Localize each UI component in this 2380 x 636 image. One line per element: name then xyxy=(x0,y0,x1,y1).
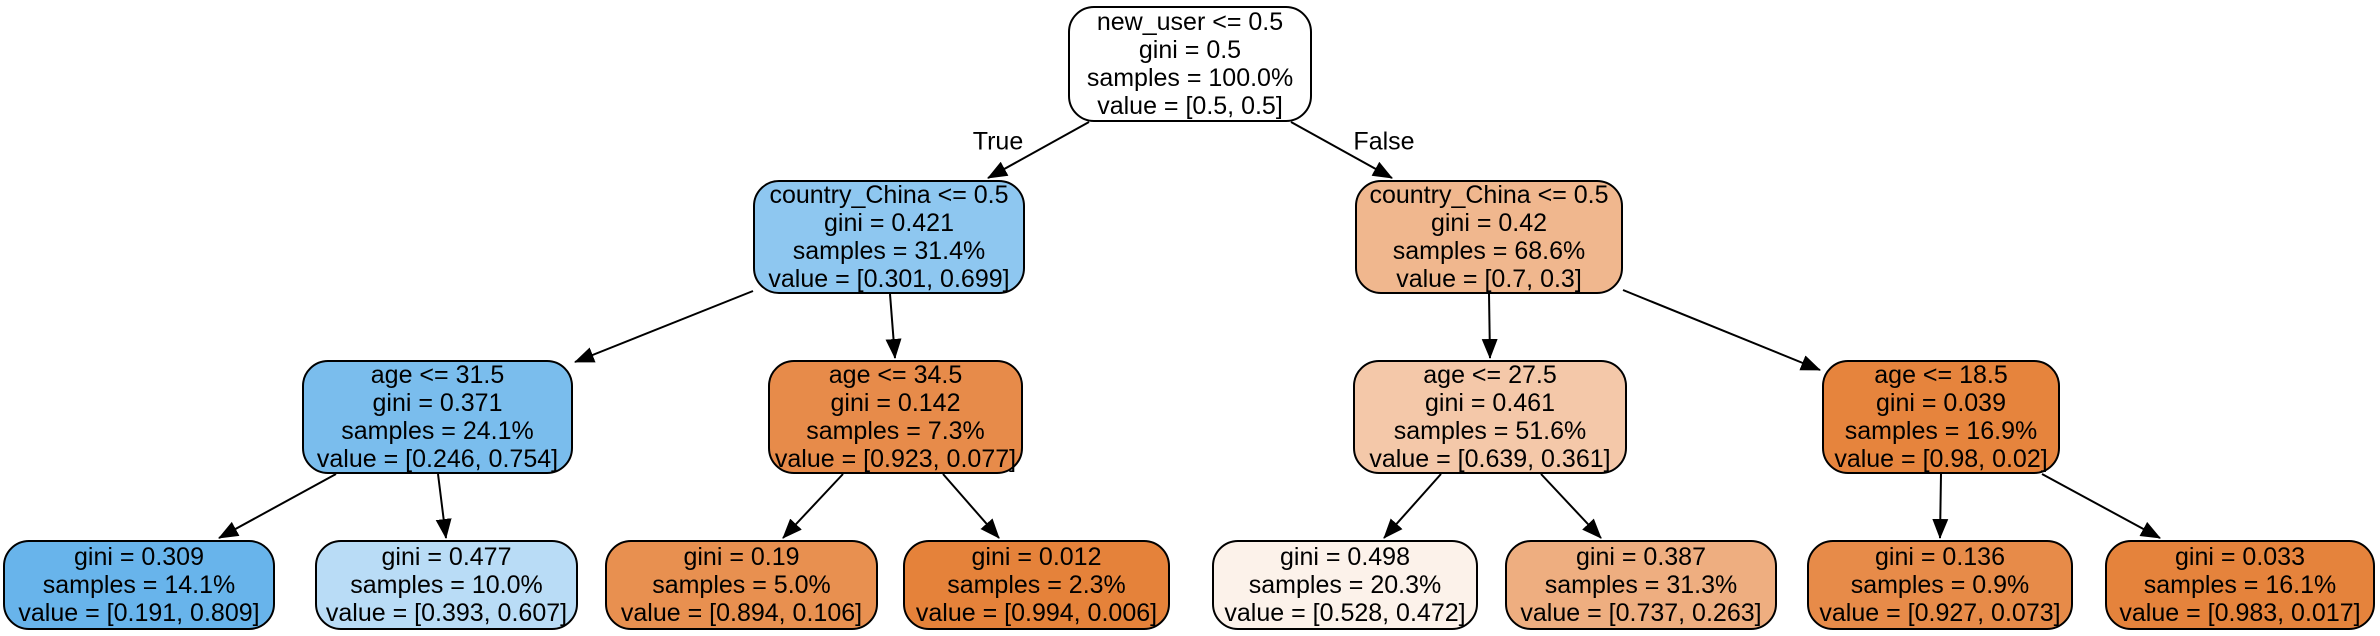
edge-depth2-a-to-leaf-1 xyxy=(218,473,337,539)
edge-depth2-c-to-leaf-5 xyxy=(1383,473,1442,539)
tree-node-depth2-a: age <= 31.5 gini = 0.371 samples = 24.1%… xyxy=(302,360,573,474)
node-value: value = [0.191, 0.809] xyxy=(18,599,260,627)
node-condition: age <= 34.5 xyxy=(828,361,963,389)
node-gini: gini = 0.142 xyxy=(830,389,961,417)
tree-node-leaf-7: gini = 0.136 samples = 0.9% value = [0.9… xyxy=(1807,540,2073,630)
node-condition: country_China <= 0.5 xyxy=(1369,181,1609,209)
edge-depth1-left-to-depth2-b xyxy=(885,293,902,359)
node-gini: gini = 0.309 xyxy=(74,543,204,571)
node-samples: samples = 14.1% xyxy=(42,571,236,599)
node-samples: samples = 31.4% xyxy=(792,237,986,265)
node-samples: samples = 10.0% xyxy=(350,571,543,599)
node-value: value = [0.994, 0.006] xyxy=(915,599,1158,627)
node-condition: new_user <= 0.5 xyxy=(1096,8,1284,36)
node-samples: samples = 20.3% xyxy=(1248,571,1442,599)
node-gini: gini = 0.498 xyxy=(1280,543,1410,571)
node-gini: gini = 0.42 xyxy=(1430,209,1548,237)
node-value: value = [0.927, 0.073] xyxy=(1819,599,2061,627)
tree-node-depth2-c: age <= 27.5 gini = 0.461 samples = 51.6%… xyxy=(1353,360,1627,474)
node-gini: gini = 0.039 xyxy=(1876,389,2006,417)
edge-depth1-right-to-depth2-c xyxy=(1481,293,1498,359)
node-samples: samples = 24.1% xyxy=(341,417,534,445)
node-gini: gini = 0.477 xyxy=(381,543,512,571)
node-condition: age <= 18.5 xyxy=(1874,361,2008,389)
node-condition: age <= 27.5 xyxy=(1423,361,1557,389)
node-value: value = [0.894, 0.106] xyxy=(620,599,863,627)
tree-node-depth2-d: age <= 18.5 gini = 0.039 samples = 16.9%… xyxy=(1822,360,2060,474)
node-value: value = [0.301, 0.699] xyxy=(768,265,1010,293)
node-samples: samples = 100.0% xyxy=(1086,64,1294,92)
node-value: value = [0.393, 0.607] xyxy=(325,599,568,627)
node-value: value = [0.246, 0.754] xyxy=(316,445,559,473)
tree-node-depth1-left: country_China <= 0.5 gini = 0.421 sample… xyxy=(753,180,1025,294)
tree-node-leaf-8: gini = 0.033 samples = 16.1% value = [0.… xyxy=(2105,540,2375,630)
edge-depth2-d-to-leaf-8 xyxy=(2041,473,2161,539)
tree-node-leaf-4: gini = 0.012 samples = 2.3% value = [0.9… xyxy=(903,540,1170,630)
edge-depth2-a-to-leaf-2 xyxy=(435,473,452,539)
tree-node-depth2-b: age <= 34.5 gini = 0.142 samples = 7.3% … xyxy=(768,360,1023,474)
node-samples: samples = 0.9% xyxy=(1850,571,2030,599)
node-condition: country_China <= 0.5 xyxy=(769,181,1009,209)
node-gini: gini = 0.387 xyxy=(1576,543,1706,571)
node-gini: gini = 0.371 xyxy=(372,389,503,417)
node-value: value = [0.7, 0.3] xyxy=(1396,265,1582,293)
tree-node-leaf-3: gini = 0.19 samples = 5.0% value = [0.89… xyxy=(605,540,878,630)
edge-depth1-left-to-depth2-a xyxy=(574,290,754,363)
node-samples: samples = 2.3% xyxy=(947,571,1126,599)
node-value: value = [0.983, 0.017] xyxy=(2119,599,2361,627)
node-samples: samples = 16.1% xyxy=(2143,571,2337,599)
node-samples: samples = 51.6% xyxy=(1393,417,1587,445)
node-value: value = [0.737, 0.263] xyxy=(1520,599,1762,627)
edge-depth2-b-to-leaf-4 xyxy=(942,473,1000,539)
tree-node-root: new_user <= 0.5 gini = 0.5 samples = 100… xyxy=(1068,6,1312,122)
edge-label-true: True xyxy=(972,127,1024,156)
node-gini: gini = 0.461 xyxy=(1425,389,1555,417)
node-condition: age <= 31.5 xyxy=(370,361,505,389)
tree-node-depth1-right: country_China <= 0.5 gini = 0.42 samples… xyxy=(1355,180,1623,294)
edge-depth2-c-to-leaf-6 xyxy=(1540,473,1602,539)
edge-depth1-right-to-depth2-d xyxy=(1622,289,1821,371)
node-samples: samples = 16.9% xyxy=(1844,417,2038,445)
tree-node-leaf-5: gini = 0.498 samples = 20.3% value = [0.… xyxy=(1212,540,1478,630)
node-samples: samples = 68.6% xyxy=(1392,237,1586,265)
node-samples: samples = 31.3% xyxy=(1544,571,1738,599)
node-gini: gini = 0.5 xyxy=(1138,36,1242,64)
node-gini: gini = 0.033 xyxy=(2175,543,2305,571)
edge-depth2-d-to-leaf-7 xyxy=(1932,473,1949,539)
node-value: value = [0.528, 0.472] xyxy=(1224,599,1466,627)
edge-label-false: False xyxy=(1353,127,1415,156)
node-value: value = [0.98, 0.02] xyxy=(1834,445,2048,473)
node-gini: gini = 0.136 xyxy=(1875,543,2005,571)
node-value: value = [0.639, 0.361] xyxy=(1369,445,1611,473)
node-value: value = [0.5, 0.5] xyxy=(1097,92,1283,120)
node-gini: gini = 0.19 xyxy=(683,543,800,571)
node-samples: samples = 5.0% xyxy=(652,571,831,599)
edge-depth2-b-to-leaf-3 xyxy=(782,473,844,539)
node-samples: samples = 7.3% xyxy=(806,417,985,445)
node-gini: gini = 0.012 xyxy=(971,543,1102,571)
tree-node-leaf-1: gini = 0.309 samples = 14.1% value = [0.… xyxy=(3,540,275,630)
node-value: value = [0.923, 0.077] xyxy=(774,445,1017,473)
tree-node-leaf-2: gini = 0.477 samples = 10.0% value = [0.… xyxy=(315,540,578,630)
tree-node-leaf-6: gini = 0.387 samples = 31.3% value = [0.… xyxy=(1505,540,1777,630)
node-gini: gini = 0.421 xyxy=(824,209,954,237)
